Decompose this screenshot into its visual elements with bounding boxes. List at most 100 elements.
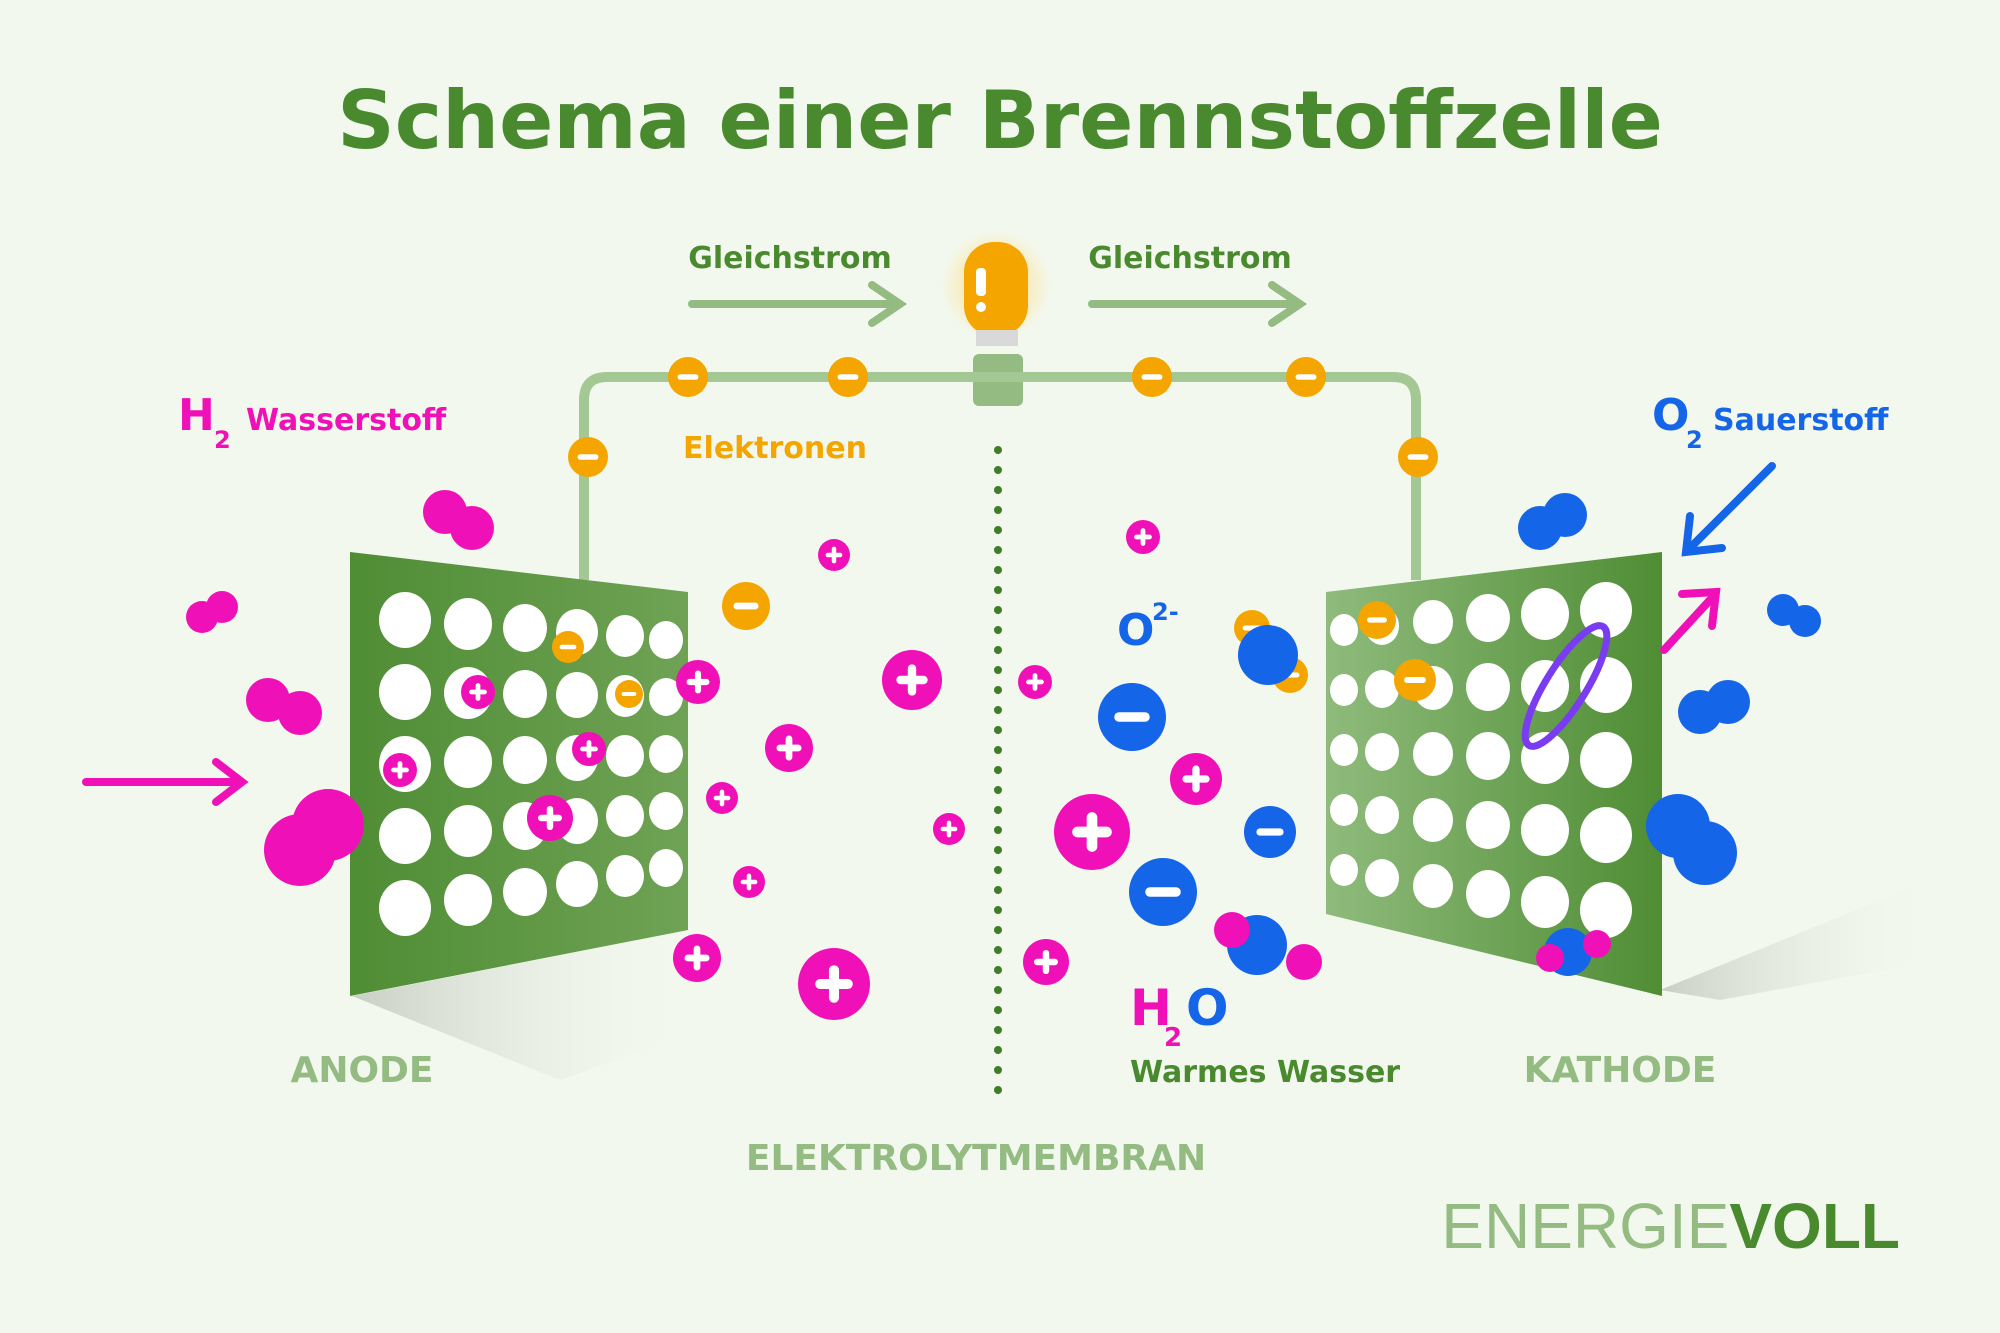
electrons-label: Elektronen	[683, 431, 867, 466]
plate-hole	[1580, 807, 1632, 863]
oxygen-subscript: 2	[1686, 426, 1703, 454]
plus-ion-icon	[818, 539, 850, 571]
plate-hole	[444, 736, 492, 788]
light-bulb-icon	[941, 230, 1051, 406]
oxygen-inflow-arrow	[1681, 462, 1776, 557]
minus-ion-icon	[1098, 683, 1166, 751]
plus-ion-icon	[572, 732, 606, 766]
plate-hole	[1365, 670, 1399, 708]
hydrogen-name: Wasserstoff	[246, 403, 447, 438]
plate-hole	[1413, 798, 1453, 842]
minus-ion-icon	[552, 631, 584, 663]
plate-hole	[606, 735, 644, 777]
water-molecules	[1214, 625, 1611, 980]
brand-logo: ENERGIEVOLL	[1441, 1190, 1900, 1262]
reaction-swirl	[1521, 622, 1611, 750]
plate-hole	[1466, 594, 1510, 642]
current-label-left: Gleichstrom	[688, 241, 892, 276]
plus-ion-icon	[1170, 753, 1222, 805]
plate-hole	[379, 592, 431, 648]
hydrogen-subscript: 2	[214, 426, 231, 454]
brand-part-2: VOLL	[1729, 1190, 1900, 1262]
water-o: O	[1186, 979, 1229, 1037]
minus-ion-icon	[1358, 601, 1396, 639]
plus-ion-icon	[1023, 939, 1069, 985]
minus-ion-icon	[1129, 858, 1197, 926]
hydrogen-molecules	[186, 490, 494, 886]
plate-hole	[1466, 870, 1510, 918]
plate-hole	[649, 849, 683, 887]
anode-label: ANODE	[290, 1050, 433, 1091]
page-title: Schema einer Brennstoffzelle	[337, 74, 1663, 167]
minus-ion-icon	[828, 357, 868, 397]
plate-hole	[1330, 854, 1358, 886]
minus-ion-icon	[722, 582, 770, 630]
plate-hole	[379, 880, 431, 936]
plate-hole	[606, 615, 644, 657]
plate-hole	[1365, 733, 1399, 771]
current-arrow-left	[688, 281, 908, 327]
plate-hole	[606, 795, 644, 837]
plate-hole	[1413, 732, 1453, 776]
minus-ion-icon	[1394, 659, 1436, 701]
plate-hole	[1330, 614, 1358, 646]
plus-ion-icon	[733, 866, 765, 898]
plate-hole	[503, 604, 547, 652]
minus-ion-icon	[668, 357, 708, 397]
membrane-label: ELEKTROLYTMEMBRAN	[746, 1138, 1206, 1179]
anode-holes	[379, 592, 683, 936]
minus-ion-icon	[1398, 437, 1438, 477]
plate-hole	[1580, 657, 1632, 713]
oxygen-molecules	[1518, 493, 1821, 885]
plate-hole	[379, 664, 431, 720]
water-subscript: 2	[1164, 1023, 1182, 1053]
plate-hole	[503, 868, 547, 916]
plate-hole	[503, 670, 547, 718]
water-name: Warmes Wasser	[1130, 1055, 1400, 1090]
oxide-ion-label: O 2-	[1117, 598, 1179, 656]
plate-hole	[1365, 796, 1399, 834]
hydrogen-inflow-arrow	[82, 758, 249, 806]
negative-ions	[1098, 683, 1296, 926]
current-arrow-right	[1088, 281, 1308, 327]
plate-hole	[1413, 600, 1453, 644]
oxide-charge: 2-	[1152, 598, 1179, 626]
electron-wire	[579, 372, 1421, 580]
wire-electrons	[568, 357, 1438, 477]
positive-ions	[383, 520, 1222, 1020]
plate-hole	[1365, 859, 1399, 897]
plus-ion-icon	[798, 948, 870, 1020]
cathode-label: KATHODE	[1524, 1050, 1717, 1091]
plus-ion-icon	[882, 650, 942, 710]
cathode-shadow	[1660, 880, 1940, 1000]
plate-hole	[1521, 804, 1569, 856]
plus-ion-icon	[706, 782, 738, 814]
plus-ion-icon	[676, 660, 720, 704]
plate-hole	[1330, 674, 1358, 706]
plus-ion-icon	[383, 753, 417, 787]
plus-ion-icon	[461, 675, 495, 709]
plus-ion-icon	[673, 934, 721, 982]
plus-ion-icon	[527, 795, 573, 841]
plus-ion-icon	[1018, 665, 1052, 699]
plate-hole	[444, 805, 492, 857]
anode-plate	[350, 552, 688, 996]
brand-part-1: ENERGIE	[1441, 1190, 1729, 1262]
minus-ion-icon	[1132, 357, 1172, 397]
plate-hole	[1466, 663, 1510, 711]
hydrogen-label: H 2 Wasserstoff	[178, 390, 447, 454]
plate-hole	[503, 736, 547, 784]
plus-ion-icon	[1054, 794, 1130, 870]
plate-hole	[1521, 876, 1569, 928]
minus-ion-icon	[1286, 357, 1326, 397]
minus-ion-icon	[1244, 806, 1296, 858]
oxide-symbol: O	[1117, 605, 1154, 656]
water-outflow-arrow	[1660, 587, 1721, 654]
plate-hole	[1580, 882, 1632, 938]
plate-hole	[444, 598, 492, 650]
plate-hole	[556, 672, 598, 718]
plate-hole	[1521, 588, 1569, 640]
oxygen-label: O 2 Sauerstoff	[1652, 390, 1889, 454]
cathode-holes	[1330, 582, 1632, 938]
